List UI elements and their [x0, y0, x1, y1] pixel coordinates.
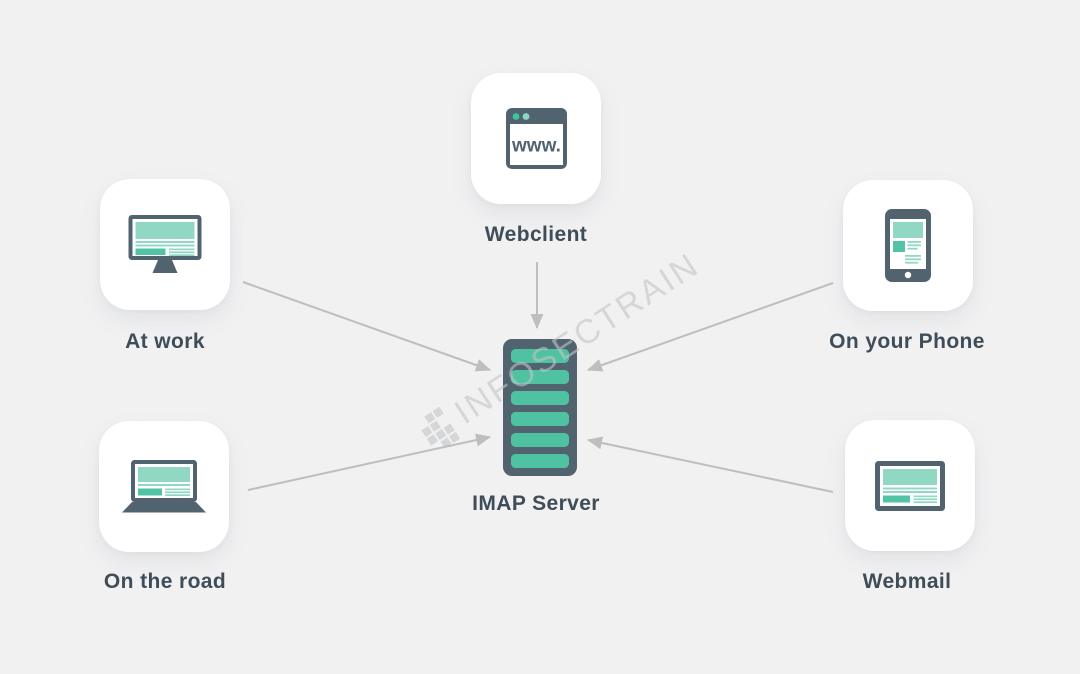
on-the-road-card: [99, 421, 229, 552]
pixel-grid-logo-icon: [416, 406, 460, 453]
browser-www-text: www.: [511, 136, 561, 157]
arrow-phone-to-server: [587, 282, 834, 372]
server-icon: [503, 339, 577, 476]
on-your-phone-card: [843, 180, 973, 311]
browser-icon: www.: [505, 108, 567, 169]
at-work-label: At work: [125, 330, 205, 353]
webmail-card: [845, 420, 975, 551]
watermark-text: INFOSECTRAIN: [448, 245, 707, 432]
imap-server-label: IMAP Server: [472, 492, 600, 515]
on-the-road-label: On the road: [103, 570, 227, 593]
webclient-label: Webclient: [484, 223, 588, 246]
desktop-monitor-icon: [128, 215, 202, 273]
arrow-webmail-to-server: [587, 436, 834, 493]
on-your-phone-label: On your Phone: [829, 330, 985, 353]
arrow-on-the-road-to-server: [247, 433, 491, 491]
webmail-label: Webmail: [862, 570, 952, 593]
at-work-card: [100, 179, 230, 310]
laptop-icon: [122, 460, 206, 513]
tablet-screen-icon: [875, 460, 945, 511]
smartphone-icon: [885, 209, 931, 282]
arrow-at-work-to-server: [242, 281, 491, 372]
webclient-card: www.: [471, 73, 601, 204]
imap-server-node: [503, 339, 577, 481]
